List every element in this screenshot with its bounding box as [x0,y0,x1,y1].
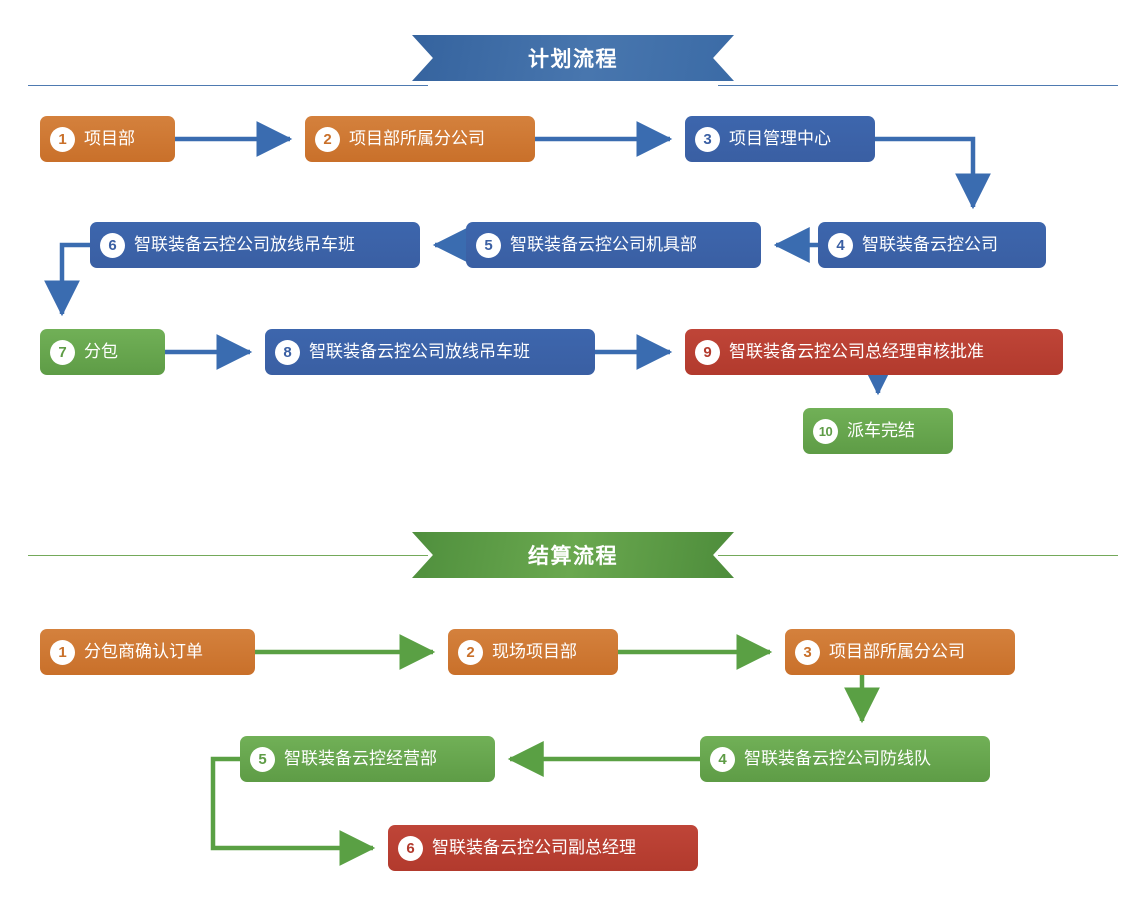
settlement-banner-label: 结算流程 [528,545,618,568]
node-number-badge: 9 [695,339,720,365]
plan-node-8[interactable]: 8 智联装备云控公司放线吊车班 [265,329,595,375]
node-label: 智联装备云控公司总经理审核批准 [729,342,984,361]
node-label: 智联装备云控公司 [862,235,998,254]
node-label: 项目管理中心 [729,129,831,148]
plan-node-6[interactable]: 6 智联装备云控公司放线吊车班 [90,222,420,268]
plan-section-banner: 计划流程 [412,35,734,81]
plan-rule-right [718,85,1118,86]
node-label: 现场项目部 [492,642,577,661]
node-label: 智联装备云控公司副总经理 [432,838,636,857]
node-label: 项目部 [84,129,135,148]
node-number-badge: 3 [795,639,820,665]
node-number-badge: 10 [813,418,838,444]
node-label: 项目部所属分公司 [829,642,965,661]
node-number-badge: 2 [458,639,483,665]
plan-node-2[interactable]: 2 项目部所属分公司 [305,116,535,162]
settlement-section-banner: 结算流程 [412,532,734,578]
settlement-node-4[interactable]: 4 智联装备云控公司防线队 [700,736,990,782]
node-label: 智联装备云控公司放线吊车班 [134,235,355,254]
plan-node-9[interactable]: 9 智联装备云控公司总经理审核批准 [685,329,1063,375]
settlement-node-6[interactable]: 6 智联装备云控公司副总经理 [388,825,698,871]
node-number-badge: 1 [50,126,75,152]
connector-3-to-4 [875,136,991,210]
node-number-badge: 2 [315,126,340,152]
plan-node-7[interactable]: 7 分包 [40,329,165,375]
settlement-node-2[interactable]: 2 现场项目部 [448,629,618,675]
plan-banner-label: 计划流程 [528,48,618,71]
node-number-badge: 3 [695,126,720,152]
node-number-badge: 4 [710,746,735,772]
node-number-badge: 6 [100,232,125,258]
plan-node-5[interactable]: 5 智联装备云控公司机具部 [466,222,761,268]
settlement-node-3[interactable]: 3 项目部所属分公司 [785,629,1015,675]
plan-node-10[interactable]: 10 派车完结 [803,408,953,454]
connector-6-to-7 [44,242,90,317]
node-number-badge: 6 [398,835,423,861]
settlement-node-5[interactable]: 5 智联装备云控经营部 [240,736,495,782]
node-label: 智联装备云控公司机具部 [510,235,697,254]
node-number-badge: 5 [476,232,501,258]
node-label: 智联装备云控经营部 [284,749,437,768]
node-number-badge: 8 [275,339,300,365]
node-number-badge: 4 [828,232,853,258]
plan-node-3[interactable]: 3 项目管理中心 [685,116,875,162]
settlement-rule-left [28,555,428,556]
node-label: 分包 [84,342,118,361]
node-label: 智联装备云控公司防线队 [744,749,931,768]
node-number-badge: 1 [50,639,75,665]
node-number-badge: 7 [50,339,75,365]
node-label: 派车完结 [847,421,915,440]
node-label: 分包商确认订单 [84,642,203,661]
plan-node-4[interactable]: 4 智联装备云控公司 [818,222,1046,268]
plan-rule-left [28,85,428,86]
node-label: 项目部所属分公司 [349,129,485,148]
node-number-badge: 5 [250,746,275,772]
settlement-rule-right [718,555,1118,556]
settlement-node-1[interactable]: 1 分包商确认订单 [40,629,255,675]
node-label: 智联装备云控公司放线吊车班 [309,342,530,361]
plan-node-1[interactable]: 1 项目部 [40,116,175,162]
